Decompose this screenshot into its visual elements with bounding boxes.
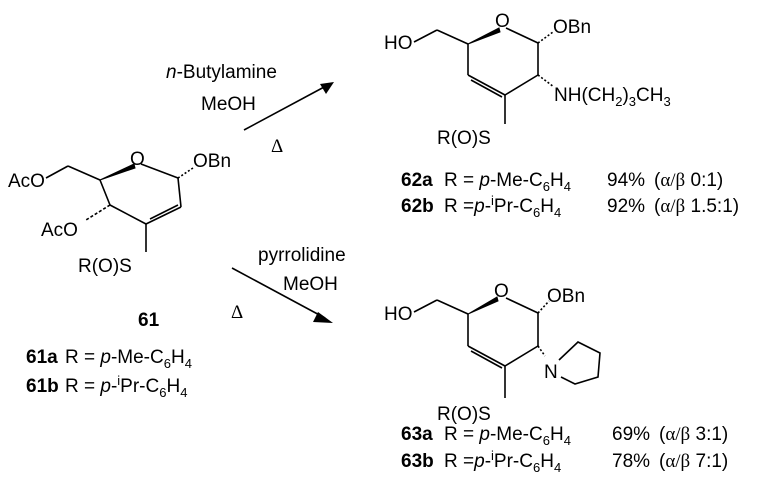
substrate-variant-61b: 61b R = p-iPr-C6H4 <box>26 373 187 400</box>
product-r: R =p-iPr-C6H4 <box>444 448 561 475</box>
product-r: R = p-Me-C6H4 <box>444 170 571 194</box>
substrate-compound-number: 61 <box>138 310 160 331</box>
product63-anomeric-label: OBn <box>547 286 585 307</box>
product62-anomeric-label: OBn <box>553 17 591 38</box>
bottom-condition-label: Δ <box>231 302 243 323</box>
reaction-arrow-top <box>243 82 334 131</box>
product-id: 63b <box>401 451 434 472</box>
product-62b-row: 62b R =p-iPr-C6H4 92% (α/β 1.5:1) <box>401 193 739 220</box>
substrate-ring-oxygen: O <box>130 149 145 170</box>
product-id: 62a <box>401 170 433 191</box>
variant-r: R = p-iPr-C6H4 <box>65 373 187 400</box>
product-ratio: (α/β 0:1) <box>654 170 723 191</box>
product-62a-row: 62a R = p-Me-C6H4 94% (α/β 0:1) <box>401 170 723 194</box>
product-ratio: (α/β 7:1) <box>659 451 728 472</box>
product-yield: 94% <box>607 170 645 191</box>
product-63b-row: 63b R =p-iPr-C6H4 78% (α/β 7:1) <box>401 448 728 475</box>
product-yield: 78% <box>612 451 650 472</box>
product-id: 62b <box>401 196 434 217</box>
product-yield: 69% <box>612 424 650 445</box>
variant-id: 61b <box>26 376 59 397</box>
substrate-variant-61a: 61a R = p-Me-C6H4 <box>26 347 192 371</box>
acetoxy-top-label: AcO <box>8 171 45 192</box>
product-ratio: (α/β 1.5:1) <box>654 196 739 217</box>
product-62-structure: HO O OBn NH(CH2)3CH3 R(O)S <box>384 11 671 149</box>
bottom-reagent-label: pyrrolidine <box>258 245 346 266</box>
product-63a-row: 63a R = p-Me-C6H4 69% (α/β 3:1) <box>401 424 728 448</box>
product62-hydroxyl-label: HO <box>384 33 413 54</box>
product63-ring-oxygen: O <box>494 281 509 302</box>
product-yield: 92% <box>607 196 645 217</box>
product-r: R = p-Me-C6H4 <box>444 424 571 448</box>
substrate-structure: AcO O OBn AcO R(O)S <box>8 149 231 277</box>
variant-id: 61a <box>26 347 58 368</box>
substrate-anomeric-label: OBn <box>193 151 231 172</box>
variant-r: R = p-Me-C6H4 <box>65 347 192 371</box>
top-reagent-label: n-Butylamine <box>166 62 277 83</box>
acetoxy-mid-label: AcO <box>41 220 78 241</box>
product63-hydroxyl-label: HO <box>384 304 413 325</box>
reaction-arrow-bottom <box>231 267 333 323</box>
product-63-structure: HO O OBn N R(O)S <box>384 281 601 425</box>
product62-sulfinyl-label: R(O)S <box>437 128 491 149</box>
product63-sulfinyl-label: R(O)S <box>437 404 491 425</box>
bottom-solvent-label: MeOH <box>283 274 338 295</box>
product63-amine-n: N <box>544 362 558 383</box>
substrate-sulfinyl-label: R(O)S <box>78 256 132 277</box>
product-id: 63a <box>401 424 433 445</box>
top-solvent-label: MeOH <box>201 94 256 115</box>
product-r: R =p-iPr-C6H4 <box>444 193 561 220</box>
product62-ring-oxygen: O <box>495 11 510 32</box>
product-ratio: (α/β 3:1) <box>659 424 728 445</box>
top-condition-label: Δ <box>271 136 283 157</box>
product62-amine-label: NH(CH2)3CH3 <box>554 85 671 109</box>
